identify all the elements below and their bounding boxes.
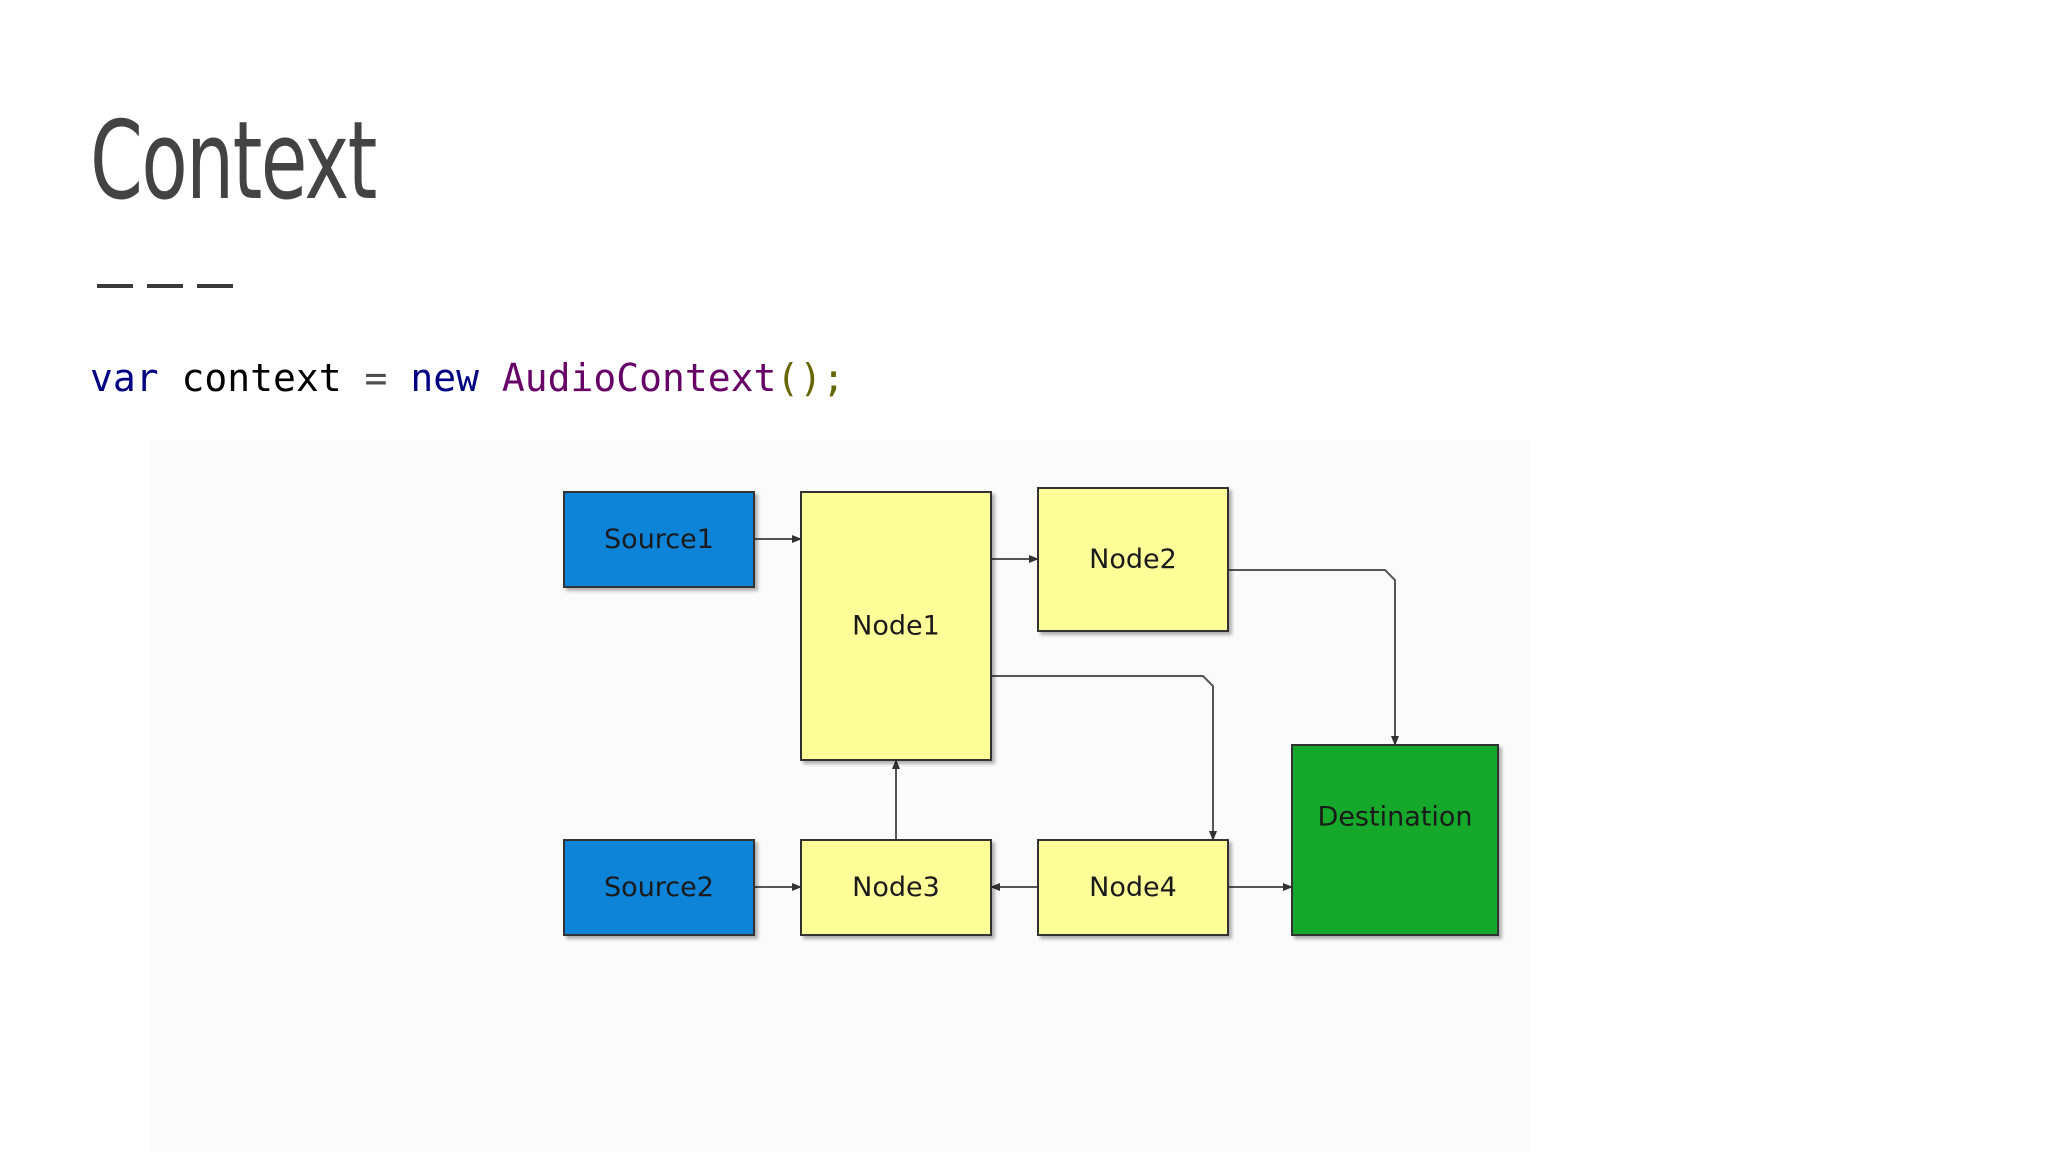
node-node3-box — [800, 839, 992, 936]
title-rule-dash-3 — [197, 284, 233, 288]
node-destination-box — [1291, 744, 1499, 936]
node-destination: Destination — [1291, 744, 1499, 936]
title-rule-dash-2 — [147, 284, 183, 288]
node-source2-label: Source2 — [604, 872, 714, 903]
slide-title: Context — [90, 99, 377, 224]
edge-node2-to-destination — [1227, 564, 1399, 746]
code-token-new: new — [410, 356, 479, 400]
node-source1-label: Source1 — [604, 524, 714, 555]
node-node2-box — [1037, 487, 1229, 632]
code-token-space — [387, 356, 410, 400]
code-token-punctuation: (); — [776, 356, 846, 400]
edge-node1-to-node4 — [990, 632, 1217, 841]
node-node3-label: Node3 — [852, 872, 940, 903]
code-token-operator: = — [364, 356, 388, 400]
node-source2-box — [563, 839, 755, 936]
node-node2: Node2 — [1037, 487, 1229, 632]
code-token-class: AudioContext — [501, 356, 777, 400]
node-node4: Node4 — [1037, 839, 1229, 936]
node-source1-box — [563, 491, 755, 588]
title-rule-dash-1 — [97, 284, 133, 288]
code-snippet: var context = new AudioContext(); — [90, 356, 845, 402]
code-token-var: var — [90, 356, 159, 400]
node-destination-label: Destination — [1318, 802, 1473, 833]
node-node2-label: Node2 — [1089, 544, 1177, 575]
node-source2: Source2 — [563, 839, 755, 936]
code-token-space — [479, 356, 502, 400]
node-node3: Node3 — [800, 839, 992, 936]
node-node1-label: Node1 — [852, 611, 940, 642]
node-node4-box — [1037, 839, 1229, 936]
code-token-identifier: context — [158, 356, 365, 400]
node-node1-box — [800, 491, 992, 761]
node-source1: Source1 — [563, 491, 755, 588]
node-node4-label: Node4 — [1089, 872, 1177, 903]
node-node1: Node1 — [800, 491, 992, 761]
